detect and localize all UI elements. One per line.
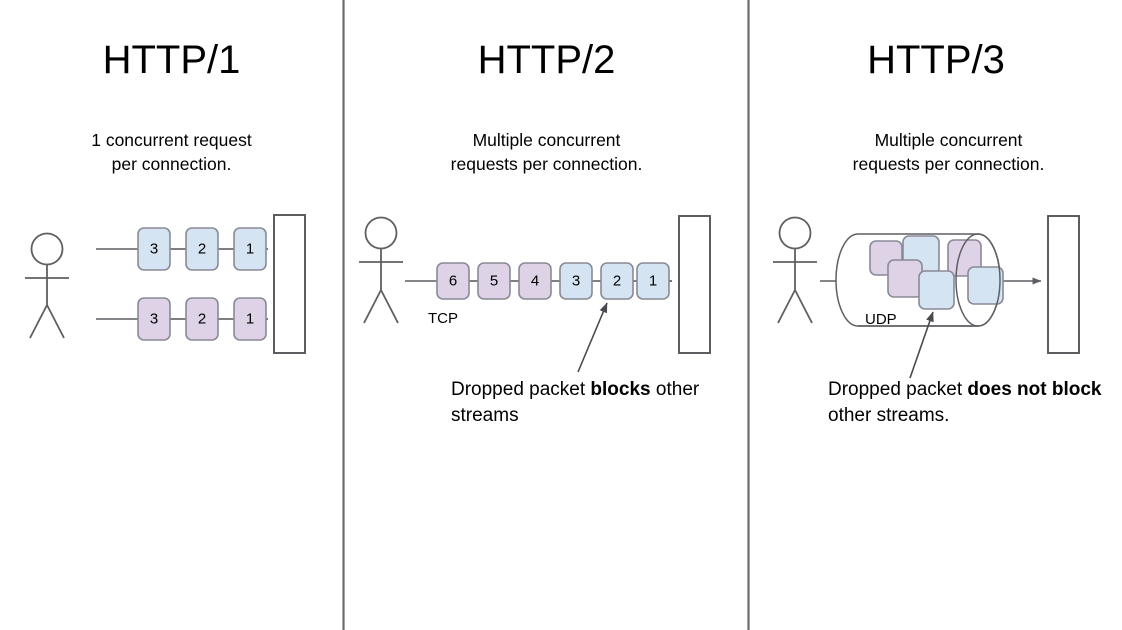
http1-packet-purple-2 — [185, 297, 219, 341]
http3-client-stick-figure-icon — [773, 216, 817, 324]
http2-client-stick-figure-icon — [359, 216, 403, 324]
http3-callout-arrow-icon — [909, 311, 934, 379]
http3-note-part-1: Dropped packet — [828, 379, 968, 400]
http2-transport-label: TCP — [428, 310, 458, 327]
http3-panel-subtitle: Multiple concurrent requests per connect… — [790, 128, 1107, 176]
http2-server-bar-icon — [678, 215, 711, 354]
http1-packet-purple-1 — [233, 297, 267, 341]
http2-note-part-1: Dropped packet — [451, 379, 591, 400]
http3-transport-label: UDP — [865, 311, 897, 328]
http3-panel-title: HTTP/3 — [867, 38, 1005, 82]
http2-subtitle-line-2: requests per connection. — [450, 154, 643, 174]
http1-panel-title: HTTP/1 — [102, 38, 241, 82]
http3-packet-blue-b — [918, 270, 955, 310]
http2-panel-subtitle: Multiple concurrent requests per connect… — [388, 128, 705, 176]
http2-panel-title: HTTP/2 — [477, 38, 616, 82]
http2-note-part-3: other streams — [451, 379, 700, 426]
http3-packet-purple-b — [887, 259, 923, 298]
http1-packet-blue-2 — [185, 227, 219, 271]
http1-packet-blue-1 — [233, 227, 267, 271]
http2-packet-3 — [559, 262, 593, 300]
http3-subtitle-line-2: requests per connection. — [852, 154, 1045, 174]
http2-callout-arrow-icon — [577, 302, 608, 373]
http3-note-part-3: other streams. — [828, 405, 950, 426]
http1-client-stick-figure-icon — [25, 232, 69, 339]
http2-packet-2 — [600, 262, 634, 300]
http1-subtitle-line-1: 1 concurrent request — [91, 130, 252, 150]
http3-packet-blue-c — [967, 266, 1004, 305]
http2-packet-5 — [477, 262, 511, 300]
http1-stream-purple — [96, 297, 269, 341]
http2-callout-note: Dropped packet blocks other streams — [451, 377, 741, 429]
http3-subtitle-line-1: Multiple concurrent — [874, 130, 1023, 150]
http3-server-bar-icon — [1047, 215, 1080, 354]
http2-packet-1 — [636, 262, 670, 300]
http2-packet-6 — [436, 262, 470, 300]
http1-panel-subtitle: 1 concurrent request per connection. — [14, 128, 329, 176]
http1-packet-purple-3 — [137, 297, 171, 341]
http1-subtitle-line-2: per connection. — [111, 154, 232, 174]
http1-stream-blue — [96, 227, 269, 271]
http2-stream-multiplexed — [405, 262, 673, 300]
http2-subtitle-line-1: Multiple concurrent — [472, 130, 621, 150]
http2-note-part-2-bold: blocks — [590, 379, 651, 400]
http2-packet-4 — [518, 262, 552, 300]
http3-cylinder-front-ellipse — [858, 233, 1001, 327]
http3-note-part-2-bold: does not block — [967, 379, 1102, 400]
http3-callout-note: Dropped packet does not block other stre… — [828, 377, 1108, 429]
http1-server-bar-icon — [273, 214, 306, 354]
http1-packet-blue-3 — [137, 227, 171, 271]
